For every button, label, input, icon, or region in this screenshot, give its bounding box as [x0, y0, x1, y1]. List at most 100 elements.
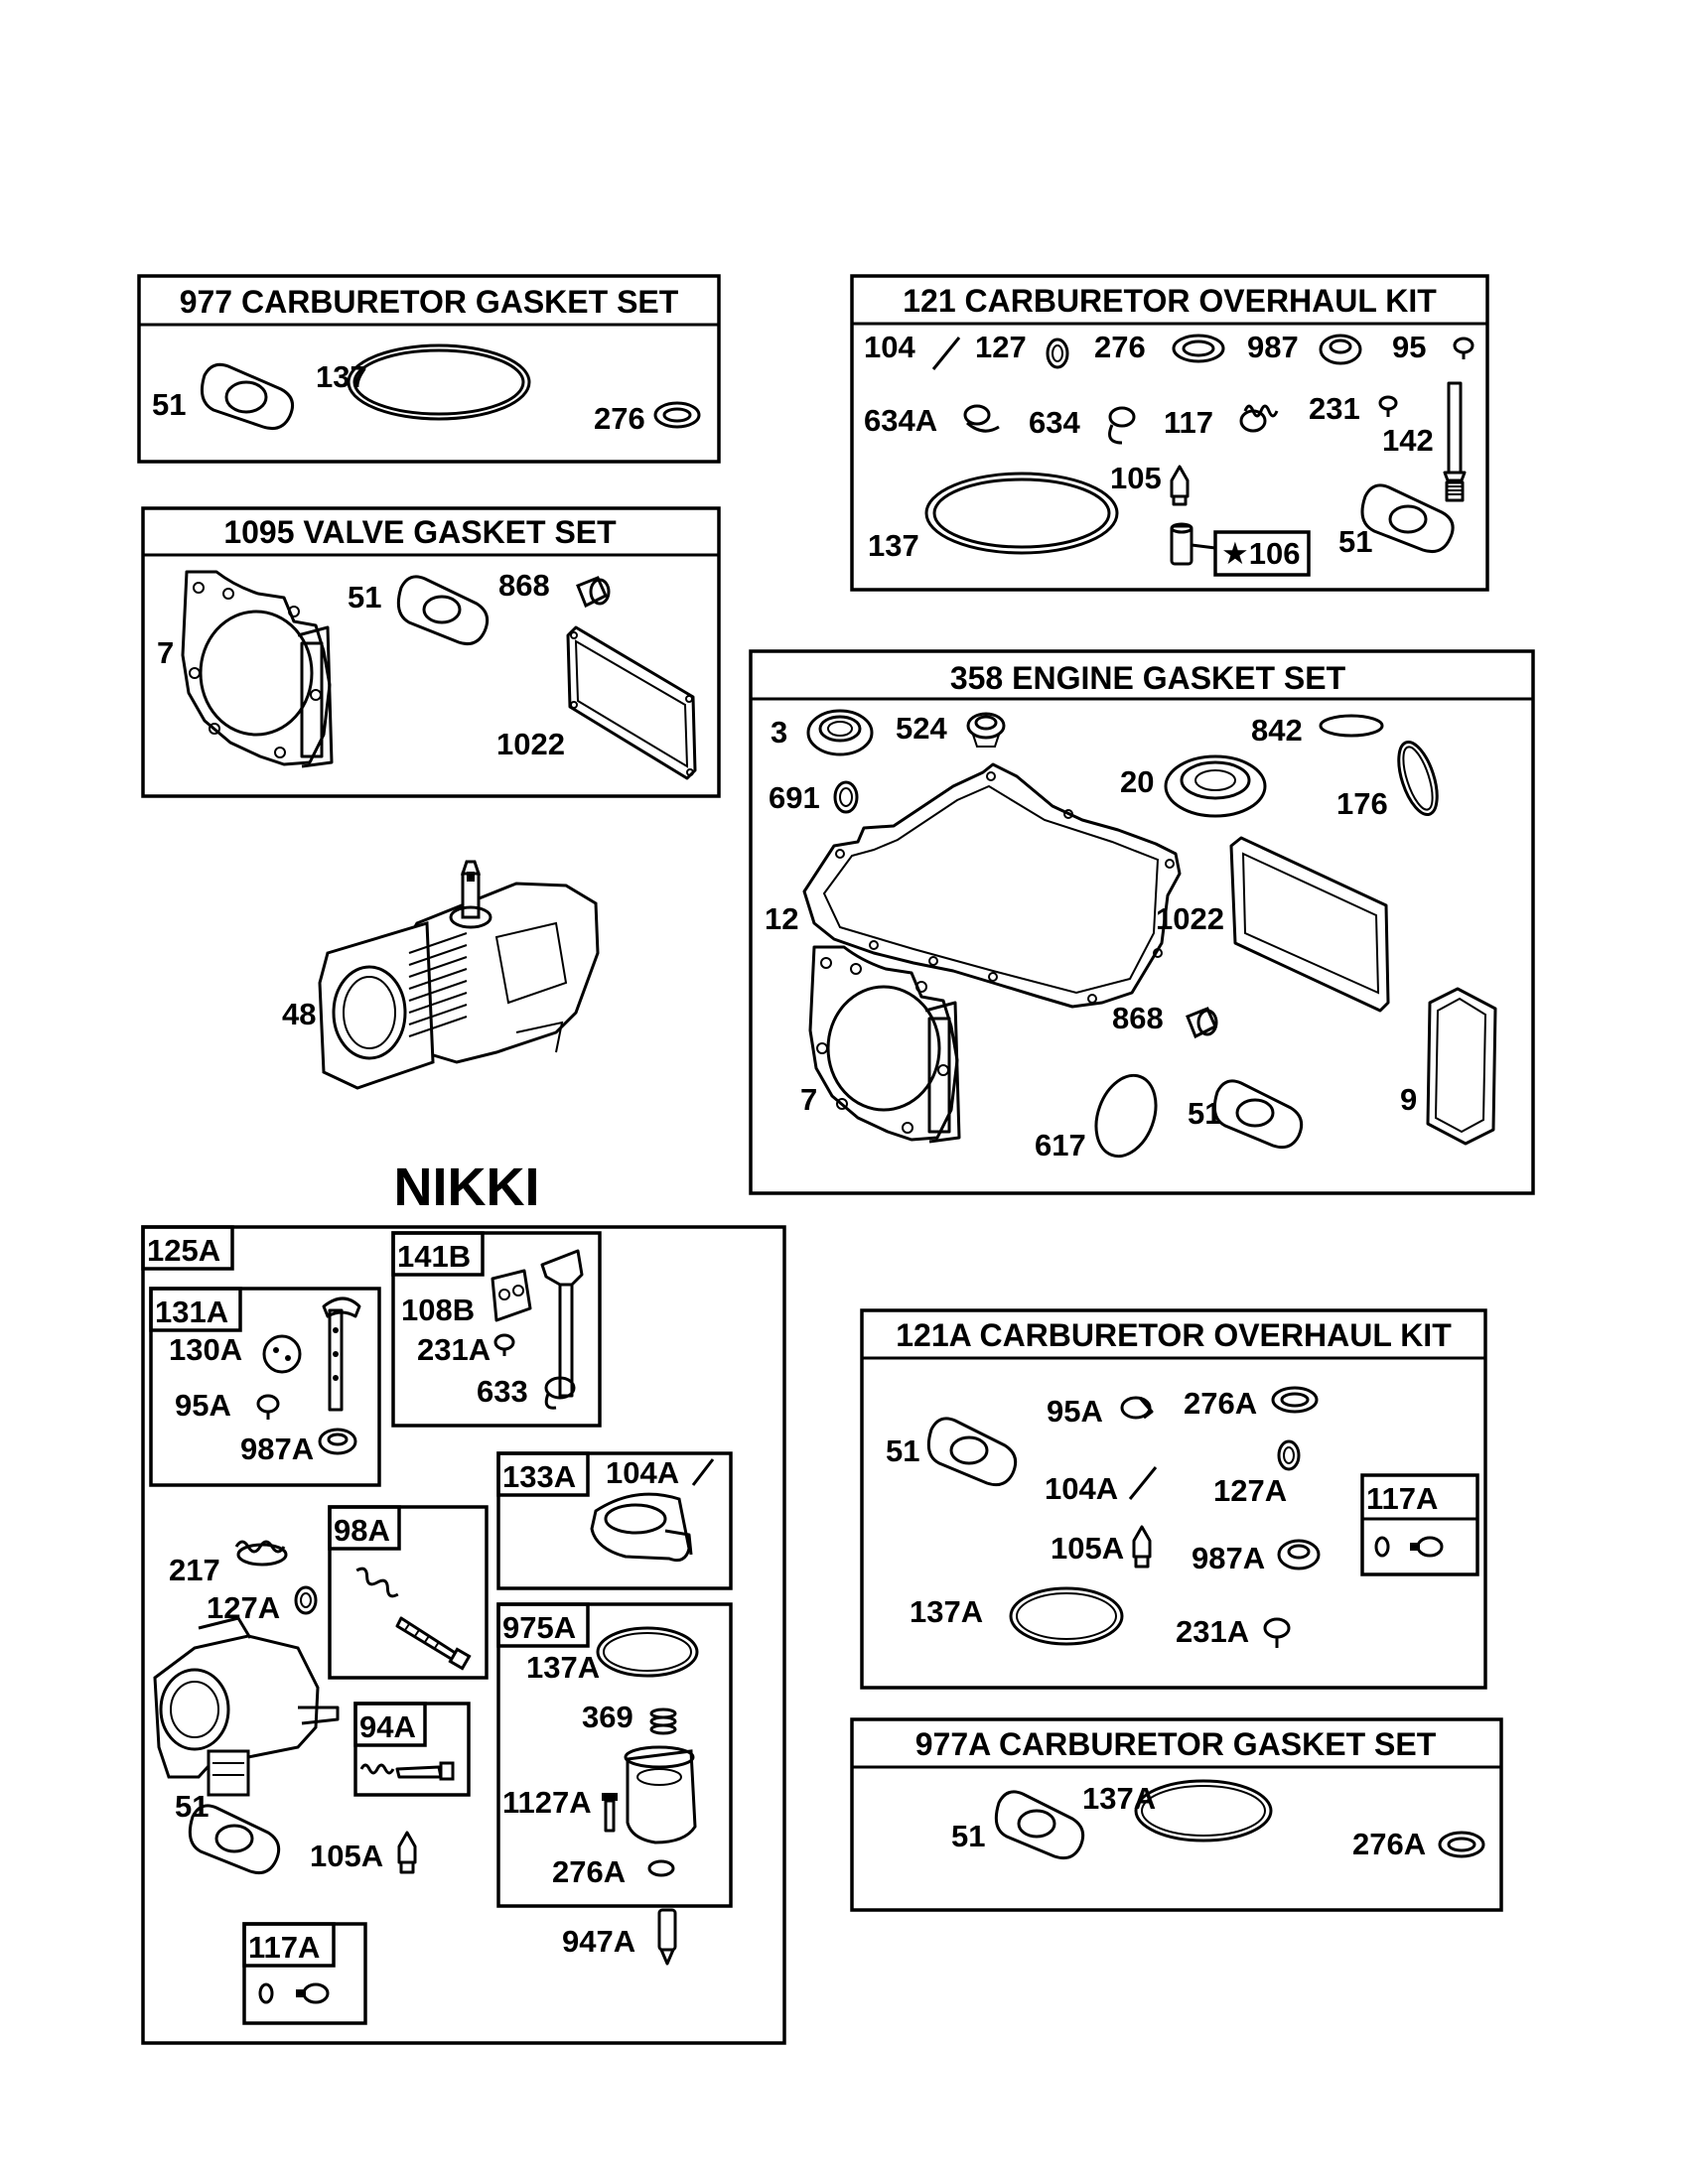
part-label: 125A — [147, 1233, 220, 1268]
throttle-spring-part — [234, 1540, 288, 1567]
washer-part — [294, 1585, 318, 1615]
float-bowl-washer-part — [1319, 334, 1362, 365]
carburetor-brand-heading: NIKKI — [394, 1158, 540, 1217]
overhaul-kit-121-panel: 121 CARBURETOR OVERHAUL KIT — [850, 274, 1489, 592]
part-label: 141B — [397, 1239, 471, 1274]
part-label: 117A — [1366, 1481, 1438, 1516]
part-label: 369 — [582, 1700, 633, 1734]
part-label: 276A — [1352, 1827, 1426, 1861]
part-label: 51 — [886, 1433, 919, 1468]
part-label: 975A — [502, 1610, 576, 1645]
idle-screw-kit-box — [328, 1505, 489, 1680]
throttle-shaft-kit-box — [391, 1231, 602, 1428]
part-label: 617 — [1035, 1128, 1086, 1162]
valve-stem-seal-part — [1186, 1007, 1218, 1039]
part-label: 12 — [765, 901, 798, 936]
panel-title: 121A CARBURETOR OVERHAUL KIT — [896, 1317, 1452, 1353]
highlighted-part-box — [1213, 530, 1311, 577]
seal-washer-part — [653, 401, 701, 429]
part-label: 98A — [334, 1513, 390, 1548]
part-label: 1022 — [496, 727, 565, 761]
overhaul-kit-121a-panel: 121A CARBURETOR OVERHAUL KIT — [860, 1308, 1487, 1690]
part-label: 95A — [1047, 1394, 1103, 1429]
part-label: 137A — [1082, 1781, 1156, 1816]
spring-part — [355, 1567, 399, 1598]
part-label: 51 — [348, 580, 381, 614]
part-tag — [391, 1231, 485, 1277]
spring-clip-part — [1108, 406, 1136, 445]
part-label: 868 — [1112, 1001, 1164, 1035]
short-block-engine-part: 48 — [282, 860, 600, 1090]
mixture-screw-part — [395, 1761, 455, 1781]
thrust-washer-part — [1046, 338, 1069, 369]
spring-part — [359, 1763, 395, 1775]
part-label: 987 — [1247, 330, 1299, 364]
part-label: 231A — [417, 1332, 491, 1367]
main-jet-part — [296, 1982, 330, 2004]
seal-washer-part — [1172, 334, 1225, 363]
part-label: 276 — [594, 401, 645, 436]
o-ring-part — [1094, 1073, 1158, 1159]
screw-part — [1263, 1617, 1291, 1648]
inlet-needle-part — [1132, 1525, 1152, 1569]
seal-part — [318, 1428, 357, 1455]
o-ring-part — [833, 780, 859, 814]
part-tag — [242, 1922, 336, 1968]
valve-stem-seal-part — [576, 576, 611, 609]
breather-gasket-part — [1426, 987, 1497, 1146]
carburetor-mounting-gasket-part — [188, 1804, 281, 1875]
choke-plate-part — [262, 1334, 302, 1374]
part-label: 137A — [910, 1594, 983, 1629]
part-label: 117 — [1164, 405, 1213, 440]
part-label: 127A — [207, 1590, 280, 1625]
screw-part — [1120, 1396, 1154, 1420]
spring-part — [1239, 404, 1279, 433]
inlet-needle-part — [397, 1831, 417, 1874]
part-label: 176 — [1336, 786, 1388, 821]
carburetor-mounting-gasket-part — [926, 1417, 1018, 1487]
panel-title: 121 CARBURETOR OVERHAUL KIT — [903, 283, 1437, 319]
part-label: 133A — [502, 1459, 576, 1494]
main-jet-kit-box — [1360, 1473, 1479, 1576]
choke-shaft-kit-box — [149, 1287, 381, 1487]
screw-part — [256, 1394, 280, 1420]
seal-washer-part — [1271, 1386, 1319, 1414]
spring-part — [544, 1376, 576, 1410]
part-label: 117A — [248, 1930, 320, 1965]
nikki-carburetor-125a-panel: 125A 131A 130A 95A 987A — [141, 1225, 786, 2045]
part-label: 217 — [169, 1553, 220, 1587]
part-label: 276A — [552, 1854, 626, 1889]
carburetor-mounting-gasket-part — [994, 1790, 1085, 1860]
float-part — [590, 1492, 693, 1563]
gasket-set-977a-panel: 977A CARBURETOR GASKET SET 51 137A 276A — [850, 1717, 1503, 1912]
spring-clip-part — [963, 404, 1000, 433]
panel-title: 1095 VALVE GASKET SET — [223, 514, 617, 550]
part-label: 9 — [1400, 1082, 1417, 1117]
part-label: 1127A — [502, 1785, 592, 1820]
part-label: 3 — [771, 715, 787, 750]
part-tag — [141, 1225, 234, 1271]
float-pin-part — [691, 1458, 715, 1486]
part-label: 51 — [951, 1819, 985, 1853]
inlet-needle-part — [1170, 465, 1190, 506]
part-label: 947A — [562, 1924, 635, 1959]
float-bowl-washer-part — [1277, 1539, 1321, 1570]
part-label: 95A — [175, 1388, 231, 1423]
o-ring-part — [596, 1626, 699, 1678]
part-label: 276A — [1184, 1386, 1257, 1421]
part-label: 276 — [1094, 330, 1146, 364]
part-label: 137 — [316, 359, 367, 394]
float-kit-box — [496, 1451, 733, 1590]
o-ring-part — [1009, 1586, 1124, 1646]
panel-title: 358 ENGINE GASKET SET — [950, 660, 1346, 696]
part-label: ★106 — [1221, 536, 1301, 571]
o-ring-part — [924, 472, 1119, 555]
part-label: 524 — [896, 711, 947, 746]
part-label: 95 — [1392, 330, 1426, 364]
float-pin-part — [1128, 1466, 1158, 1500]
float-bowl-kit-box — [496, 1602, 733, 1908]
needle-seat-part — [657, 1908, 677, 1966]
float-bowl-part — [624, 1745, 697, 1844]
part-label: 137 — [868, 528, 919, 563]
part-label: 51 — [1188, 1096, 1221, 1131]
